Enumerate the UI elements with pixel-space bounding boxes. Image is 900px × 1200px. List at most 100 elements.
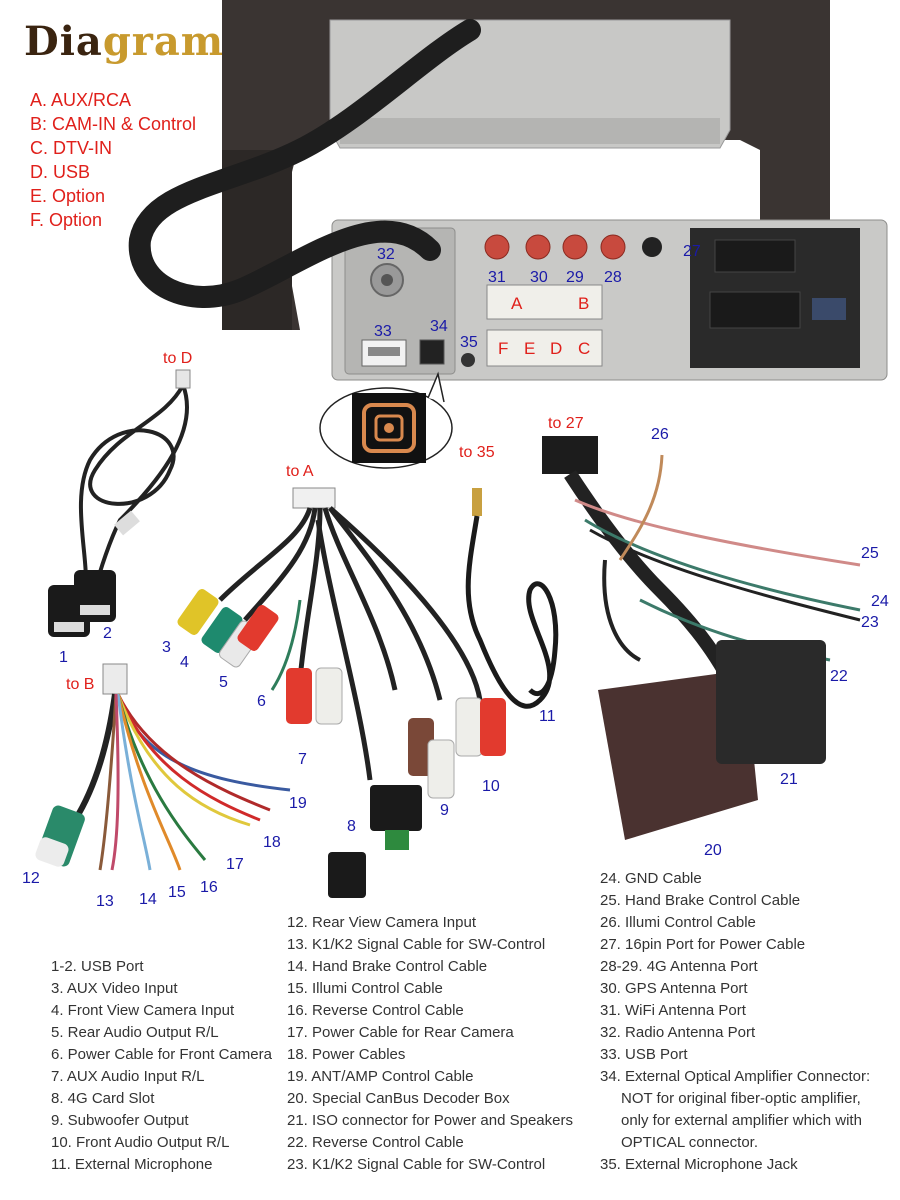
label-12: 12 [22,870,40,887]
description-item: NOT for original fiber-optic amplifier, [621,1090,861,1107]
port-label-c: C [578,339,590,358]
description-item: 5. Rear Audio Output R/L [51,1024,219,1041]
port-label-f: F [498,339,508,358]
description-item: 11. External Microphone [51,1156,213,1173]
description-item: only for external amplifier which with [621,1112,862,1129]
description-item: 14. Hand Brake Control Cable [287,958,488,975]
description-column-3: 24. GND Cable 25. Hand Brake Control Cab… [600,868,870,1176]
legend-item: F. Option [30,210,103,230]
iso-connector [716,640,826,764]
description-item: 24. GND Cable [600,870,702,887]
port-label-b: B [578,294,589,313]
usb-cable [48,369,191,637]
power-harness [542,436,861,840]
description-item: 28-29. 4G Antenna Port [600,958,758,975]
label-28: 28 [604,269,622,286]
description-column-1: 1-2. USB Port 3. AUX Video Input 4. Fron… [51,956,272,1176]
connector-c-f [486,329,603,367]
label-13: 13 [96,893,114,910]
head-unit [128,0,888,469]
label-24: 24 [871,593,889,610]
description-item: 6. Power Cable for Front Camera [51,1046,272,1063]
label-2: 2 [103,625,112,642]
label-to-b: to B [66,676,94,693]
label-21: 21 [780,771,798,788]
description-item: 35. External Microphone Jack [600,1156,798,1173]
legend-item: A. AUX/RCA [30,90,132,110]
port-label-a: A [511,294,523,313]
description-item: 13. K1/K2 Signal Cable for SW-Control [287,936,546,953]
description-column-2: 12. Rear View Camera Input 13. K1/K2 Sig… [287,912,573,1176]
description-item: 7. AUX Audio Input R/L [51,1068,205,1085]
label-16: 16 [200,879,218,896]
label-to-27: to 27 [548,415,584,432]
description-item: 17. Power Cable for Rear Camera [287,1024,514,1041]
label-27: 27 [683,243,701,260]
label-17: 17 [226,856,244,873]
legend-item: B: CAM-IN & Control [30,114,197,134]
mic-jack-35 [461,353,475,367]
label-22: 22 [830,668,848,685]
label-19: 19 [289,795,307,812]
label-4: 4 [180,654,189,671]
description-item: 20. Special CanBus Decoder Box [287,1090,510,1107]
label-26: 26 [651,426,669,443]
title-part2: gram [102,18,225,65]
label-to-35: to 35 [459,444,495,461]
label-31: 31 [488,269,506,286]
description-item: 23. K1/K2 Signal Cable for SW-Control [287,1156,546,1173]
title-part1: Dia [24,18,103,65]
port-label-e: E [524,339,535,358]
description-item: 27. 16pin Port for Power Cable [600,936,806,953]
label-32: 32 [377,246,395,263]
label-33: 33 [374,323,392,340]
description-item: 9. Subwoofer Output [51,1112,189,1129]
label-to-d: to D [163,350,192,367]
label-23: 23 [861,614,879,631]
av-harness [177,487,506,898]
optical-port-34 [419,339,445,365]
label-20: 20 [704,842,722,859]
label-9: 9 [440,802,449,819]
antenna-port-28 [600,234,626,260]
antenna-port-30 [525,234,551,260]
description-item: 12. Rear View Camera Input [287,914,476,931]
description-item: 21. ISO connector for Power and Speakers [287,1112,573,1129]
label-34: 34 [430,318,448,335]
label-18: 18 [263,834,281,851]
label-6: 6 [257,693,266,710]
label-35: 35 [460,334,478,351]
legend-item: C. DTV-IN [30,138,113,158]
description-item: 31. WiFi Antenna Port [600,1002,746,1019]
description-item: 18. Power Cables [287,1046,406,1063]
description-item: 30. GPS Antenna Port [600,980,748,997]
legend-item: E. Option [30,186,106,206]
label-1: 1 [59,649,68,666]
label-to-a: to A [286,463,314,480]
port-label-d: D [550,339,562,358]
antenna-port-31 [484,234,510,260]
description-item: 19. ANT/AMP Control Cable [287,1068,474,1085]
description-item: 8. 4G Card Slot [51,1090,155,1107]
label-7: 7 [298,751,307,768]
ports-legend: A. AUX/RCA B: CAM-IN & Control C. DTV-IN… [30,88,196,232]
connector-a-b [486,284,603,320]
description-item: 34. External Optical Amplifier Connector… [600,1068,871,1085]
description-item: 3. AUX Video Input [51,980,178,997]
camera-control-harness [35,663,291,871]
description-item: 33. USB Port [600,1046,688,1063]
description-item: 10. Front Audio Output R/L [51,1134,230,1151]
description-item: 16. Reverse Control Cable [287,1002,464,1019]
description-item: 32. Radio Antenna Port [600,1024,756,1041]
label-3: 3 [162,639,171,656]
label-5: 5 [219,674,228,691]
description-item: 4. Front View Camera Input [51,1002,235,1019]
label-10: 10 [482,778,500,795]
description-item: 1-2. USB Port [51,958,144,975]
microphone-cable [465,488,559,709]
description-item: 26. Illumi Control Cable [600,914,756,931]
label-14: 14 [139,891,157,908]
label-25: 25 [861,545,879,562]
description-item: 25. Hand Brake Control Cable [600,892,801,909]
